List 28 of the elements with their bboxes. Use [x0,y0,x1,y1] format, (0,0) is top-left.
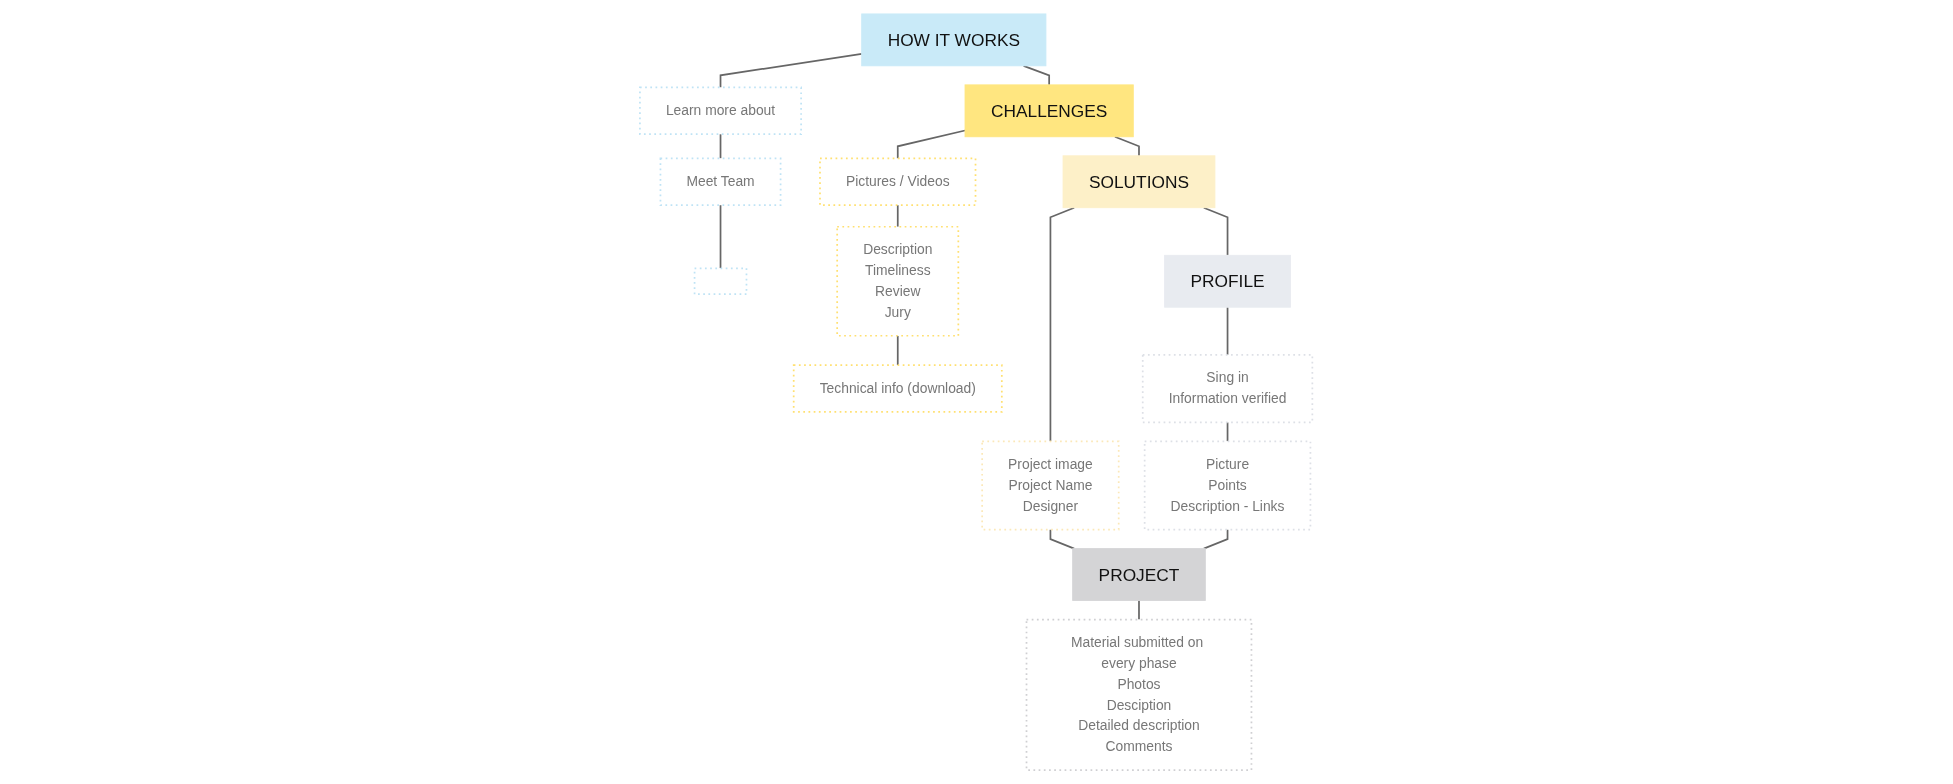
node-box: Description Timeliness Review Jury [836,225,960,337]
node-box: PROFILE [1164,254,1292,308]
connector [1138,599,1141,621]
node-box [694,267,748,296]
connector [1023,64,1051,86]
node-box: Learn more about [639,86,803,136]
connector [1049,206,1076,443]
node-box: Pictures / Videos [819,157,977,206]
connector [897,204,899,228]
node-box: Project image Project Name Designer [981,440,1120,531]
connector [720,204,722,270]
connector [1227,421,1229,443]
connector [1049,528,1076,550]
connector [720,133,722,160]
connector [1203,528,1229,550]
node-box: Meet Team [659,157,782,206]
node-box: HOW IT WORKS [861,13,1047,67]
node-box: Material submitted on every phase Photos Desciption Detailed description Comments [1026,618,1253,771]
node-box: CHALLENGES [964,84,1135,138]
node-box: SOLUTIONS [1062,155,1216,209]
connector [1227,306,1229,356]
node-box: PROJECT [1072,548,1207,601]
connector [897,129,967,160]
node-box: Picture Points Description - Links [1144,440,1312,531]
connector [1114,135,1141,157]
node-box: Sing in Information verified [1142,353,1314,424]
connector [897,334,899,367]
connector [720,53,863,89]
